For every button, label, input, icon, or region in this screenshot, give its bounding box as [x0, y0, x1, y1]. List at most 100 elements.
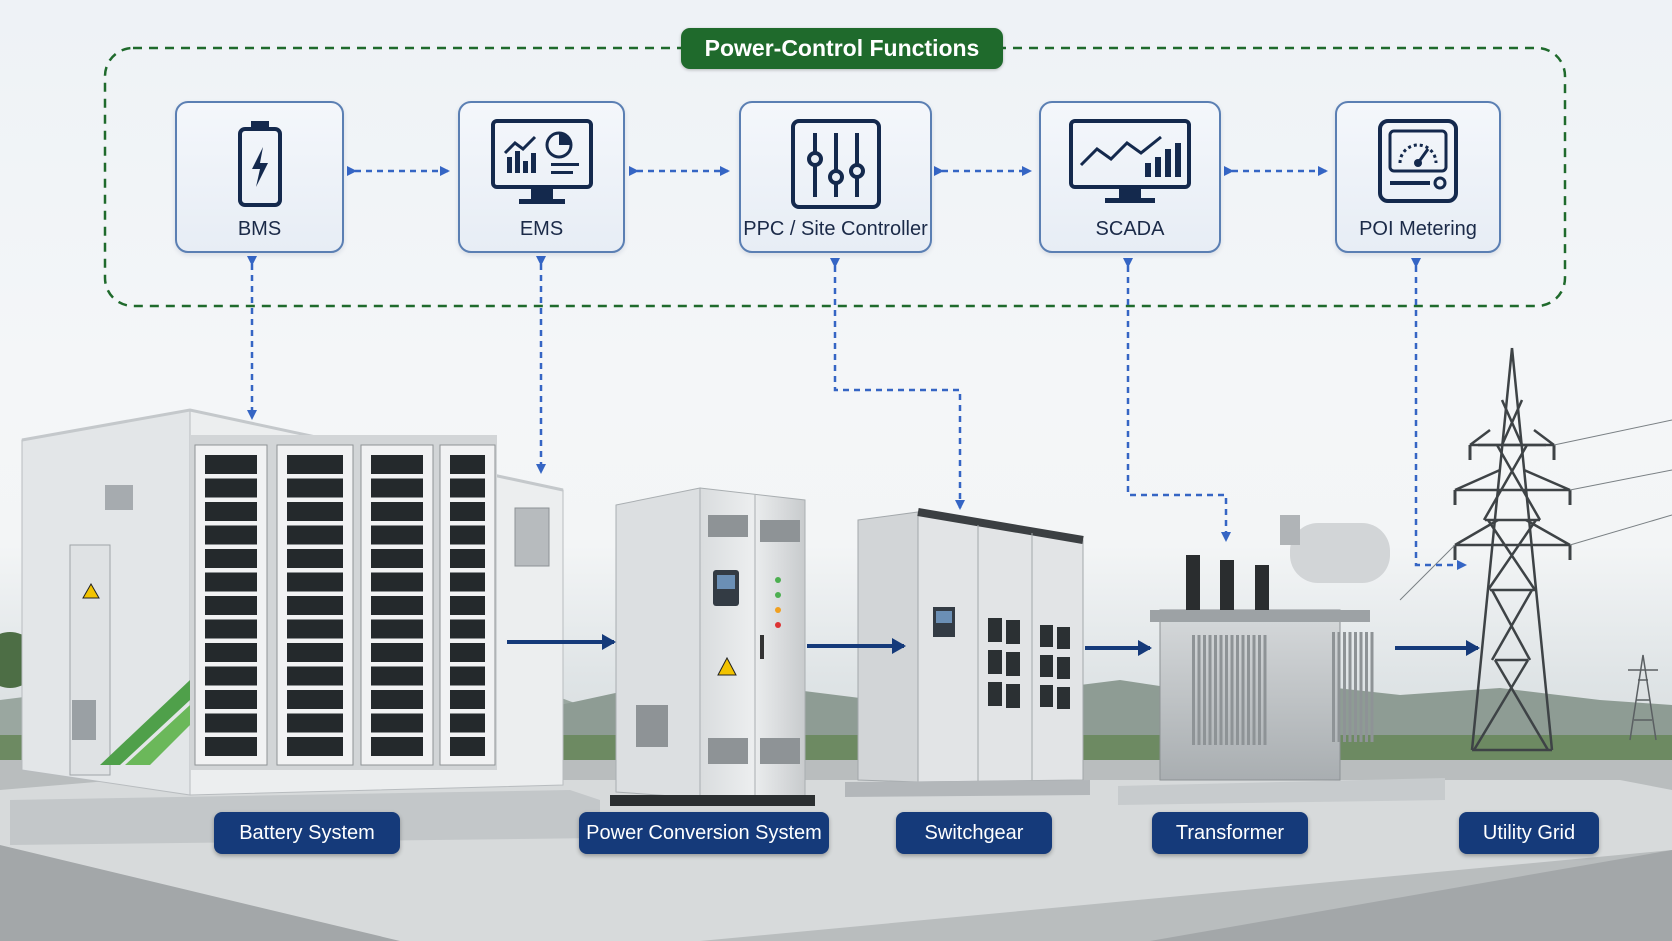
ppc-to-switchgear-arrow: [830, 258, 965, 510]
battery-module: [371, 737, 423, 756]
battery-module: [205, 643, 257, 662]
radiator-fin: [1343, 632, 1346, 742]
battery-module: [205, 572, 257, 592]
battery-module: [371, 666, 423, 686]
battery-module: [205, 713, 257, 733]
ems-label: EMS: [519, 218, 564, 240]
radiator-fin: [1192, 635, 1195, 745]
battery-module: [205, 690, 257, 709]
battery-module: [450, 525, 485, 545]
radiator-fin: [1252, 635, 1256, 745]
battery-module: [287, 690, 343, 709]
transformer: [1118, 515, 1445, 805]
switchgear: [845, 508, 1090, 797]
radiator-fin: [1203, 635, 1206, 745]
bms-box[interactable]: BMS: [175, 101, 344, 253]
radiator-fin: [1370, 632, 1374, 742]
ppc-site-controller-label: PPC / Site Controller: [743, 218, 928, 240]
battery-module: [205, 455, 257, 474]
radiator-fin: [1230, 635, 1234, 745]
battery-system-label: Battery System: [214, 812, 400, 854]
battery-module: [450, 596, 485, 615]
radiator-fin: [1197, 635, 1201, 745]
battery-module: [287, 549, 343, 568]
battery-module: [450, 549, 485, 568]
battery-module: [287, 713, 343, 733]
battery-module: [287, 619, 343, 639]
battery-module: [450, 455, 485, 474]
battery-module: [371, 549, 423, 568]
battery-module: [371, 572, 423, 592]
battery-module: [450, 737, 485, 756]
pcs-cabinet: [610, 487, 815, 806]
scada-box[interactable]: SCADA: [1039, 101, 1221, 253]
battery-module: [205, 525, 257, 545]
ems-box[interactable]: EMS: [458, 101, 625, 253]
battery-module: [450, 713, 485, 733]
battery-module: [205, 502, 257, 521]
scada-label: SCADA: [1095, 218, 1165, 240]
battery-module: [205, 549, 257, 568]
battery-icon: [237, 121, 282, 207]
radiator-fin: [1263, 635, 1267, 745]
battery-module: [205, 478, 257, 498]
transformer-label: Transformer: [1152, 812, 1308, 854]
utility-grid-label: Utility Grid: [1459, 812, 1599, 854]
radiator-fin: [1219, 635, 1223, 745]
scada-to-transformer-arrow: [1123, 258, 1231, 542]
battery-module: [371, 502, 423, 521]
radiator-fin: [1236, 635, 1239, 745]
ppc-site-controller-box[interactable]: PPC / Site Controller: [739, 101, 932, 253]
power-conversion-system-label: Power Conversion System: [579, 812, 829, 854]
battery-module: [205, 737, 257, 756]
battery-module: [287, 666, 343, 686]
monitor-chart-icon: [490, 119, 593, 204]
battery-module: [450, 666, 485, 686]
battery-module: [287, 643, 343, 662]
battery-module: [371, 643, 423, 662]
battery-module: [287, 596, 343, 615]
battery-module: [205, 596, 257, 615]
battery-module: [205, 619, 257, 639]
battery-module: [450, 690, 485, 709]
battery-module: [287, 502, 343, 521]
bms-label: BMS: [237, 218, 282, 240]
small-tower: [1628, 654, 1658, 741]
radiator-fin: [1365, 632, 1368, 742]
battery-module: [287, 478, 343, 498]
radiator-fin: [1354, 632, 1357, 742]
transmission-tower: [1399, 347, 1672, 752]
battery-module: [371, 619, 423, 639]
battery-module: [287, 572, 343, 592]
poi-metering-label: POI Metering: [1359, 218, 1477, 240]
battery-module: [205, 666, 257, 686]
battery-module: [450, 502, 485, 521]
power-control-functions-title: Power-Control Functions: [681, 28, 1003, 69]
radiator-fin: [1208, 635, 1212, 745]
battery-module: [287, 455, 343, 474]
control-arrows: [247, 256, 1467, 570]
radiator-fin: [1337, 632, 1341, 742]
monitor-trend-icon: [1069, 119, 1191, 203]
battery-module: [450, 572, 485, 592]
power-flow-arrows: [507, 634, 1480, 656]
radiator-fin: [1214, 635, 1217, 745]
poi-metering-box[interactable]: POI Metering: [1335, 101, 1501, 253]
battery-module: [287, 525, 343, 545]
sliders-icon: [790, 119, 881, 209]
radiator-fin: [1247, 635, 1250, 745]
battery-module: [450, 619, 485, 639]
battery-module: [371, 596, 423, 615]
radiator-fin: [1225, 635, 1228, 745]
radiator-fin: [1332, 632, 1335, 742]
radiator-fin: [1348, 632, 1352, 742]
battery-module: [287, 737, 343, 756]
switchgear-label: Switchgear: [896, 812, 1052, 854]
poi-to-grid-arrow: [1411, 258, 1467, 570]
meter-gauge-icon: [1378, 119, 1458, 203]
radiator-fin: [1359, 632, 1363, 742]
battery-module: [450, 643, 485, 662]
battery-module: [371, 713, 423, 733]
battery-module: [450, 478, 485, 498]
radiator-fin: [1258, 635, 1261, 745]
